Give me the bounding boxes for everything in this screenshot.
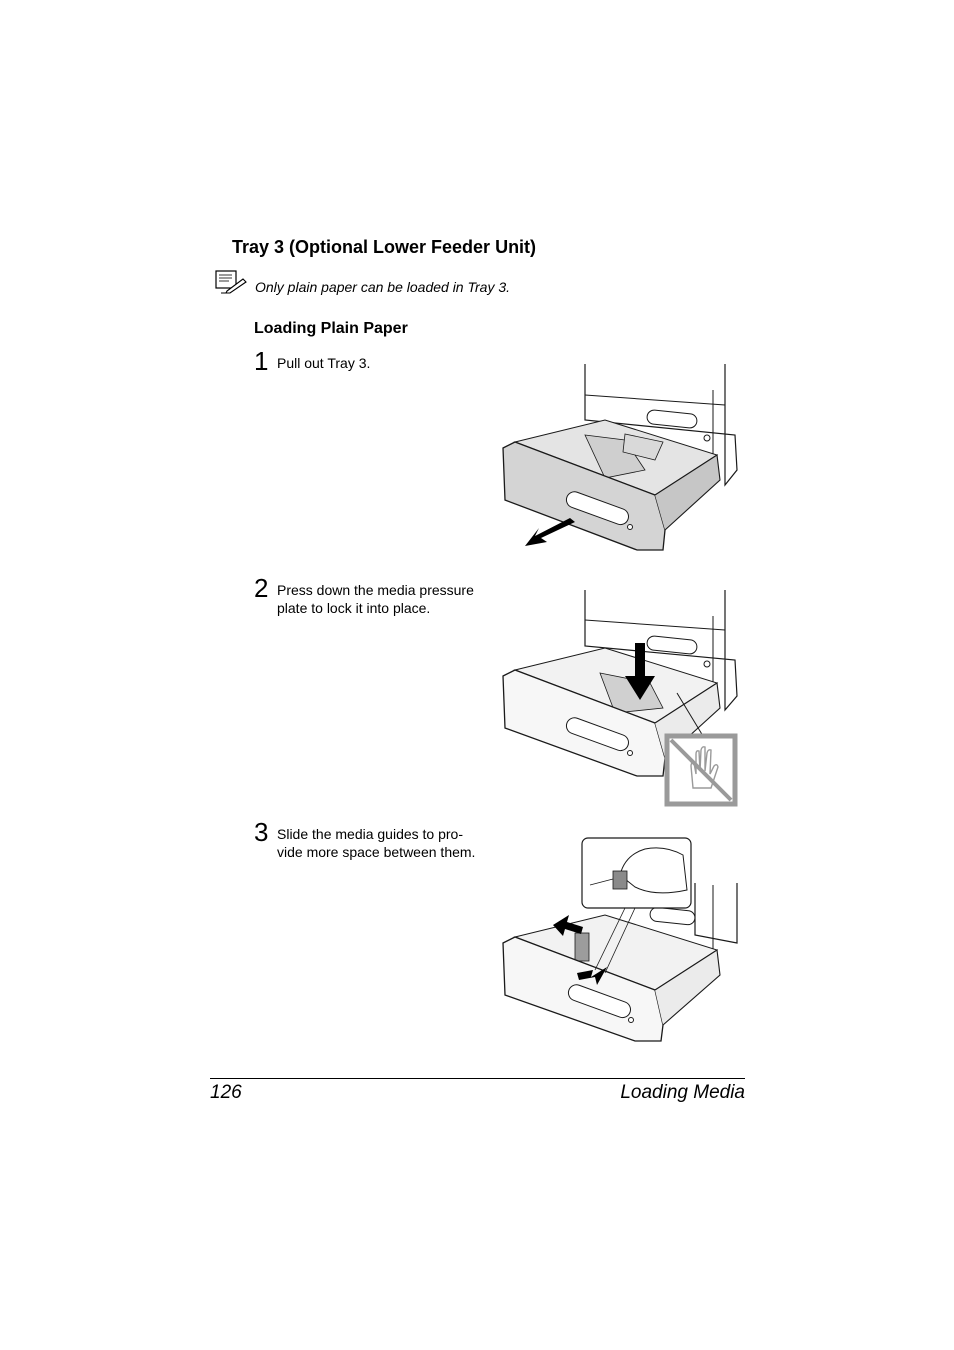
- step-2-text: Press down the media pressure plate to l…: [277, 581, 492, 617]
- page-number: 126: [210, 1082, 242, 1103]
- arrow-down-left-icon: [525, 518, 575, 546]
- illustration-press-plate: [502, 590, 738, 807]
- note-text: Only plain paper can be loaded in Tray 3…: [255, 279, 511, 295]
- illustration-pull-tray: [502, 364, 738, 551]
- step-2-line-1: Press down the media pressure: [277, 582, 474, 598]
- step-1-line-1: Pull out Tray 3.: [277, 355, 371, 371]
- step-3-text: Slide the media guides to pro- vide more…: [277, 825, 492, 861]
- procedure-heading: Loading Plain Paper: [254, 320, 408, 337]
- step-2-number: 2: [254, 573, 269, 603]
- step-3-line-2: vide more space between them.: [277, 844, 476, 860]
- footer-rule: [210, 1078, 745, 1079]
- double-arrow-icon: [553, 915, 583, 936]
- no-hand-icon: [664, 733, 738, 807]
- arrow-down-icon: [625, 643, 655, 700]
- arrow-left-icon: [577, 967, 607, 985]
- step-2-line-2: plate to lock it into place.: [277, 600, 431, 616]
- step-3-line-1: Slide the media guides to pro-: [277, 826, 463, 842]
- illustration-slide-guides: [502, 837, 738, 1042]
- note-pencil-icon: [215, 270, 247, 294]
- step-1-number: 1: [254, 346, 269, 376]
- chapter-title: Loading Media: [620, 1082, 745, 1103]
- step-3-number: 3: [254, 817, 269, 847]
- step-1-text: Pull out Tray 3.: [277, 354, 492, 372]
- section-heading: Tray 3 (Optional Lower Feeder Unit): [232, 237, 537, 257]
